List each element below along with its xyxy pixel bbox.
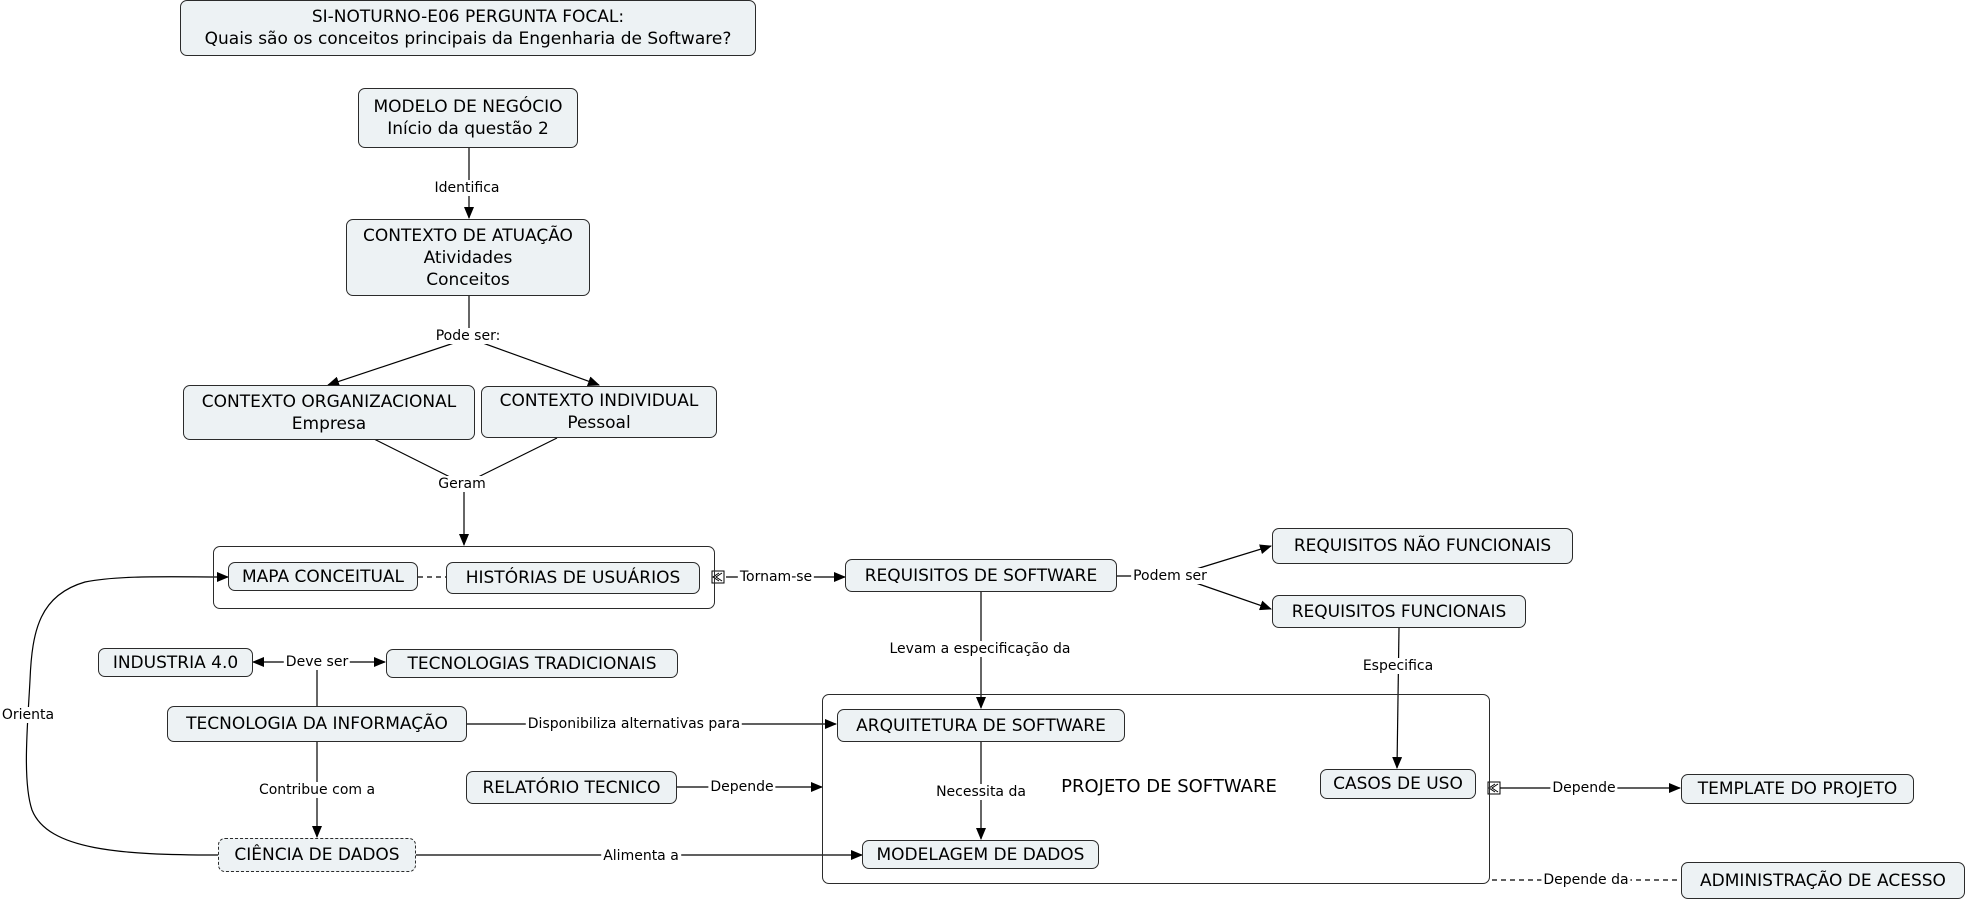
modelagem-dados-node[interactable]: MODELAGEM DE DADOS xyxy=(862,840,1099,869)
tecnologia-informacao-node[interactable]: TECNOLOGIA DA INFORMAÇÃO xyxy=(167,706,467,742)
relatorio-tecnico-node[interactable]: RELATÓRIO TECNICO xyxy=(466,771,677,804)
industria-40-node[interactable]: INDUSTRIA 4.0 xyxy=(98,648,253,677)
link-label-pode-ser: Pode ser: xyxy=(433,328,503,344)
link-label-podem-ser: Podem ser xyxy=(1131,568,1209,584)
modelo-negocio-subtitle: Início da questão 2 xyxy=(387,119,549,139)
link-orienta xyxy=(25,571,229,856)
link-label-deve-ser: Deve ser xyxy=(283,654,351,670)
link-label-tornam-se: Tornam-se xyxy=(737,569,815,585)
focal-question-text: Quais são os conceitos principais da Eng… xyxy=(204,29,732,49)
link-label-depende-da: Depende da xyxy=(1541,872,1631,888)
requisitos-nao-funcionais-node[interactable]: REQUISITOS NÃO FUNCIONAIS xyxy=(1272,528,1573,564)
contexto-atuacao-line2: Atividades xyxy=(423,247,513,268)
contexto-atuacao-title: CONTEXTO DE ATUAÇÃO xyxy=(363,225,573,246)
link-label-disponibiliza: Disponibiliza alternativas para xyxy=(525,716,743,732)
contexto-individual-title: CONTEXTO INDIVIDUAL xyxy=(499,391,699,411)
link-podem-ser-f xyxy=(1192,581,1272,611)
historias-usuarios-node[interactable]: HISTÓRIAS DE USUÁRIOS xyxy=(446,562,700,594)
focal-question-node[interactable]: SI-NOTURNO-E06 PERGUNTA FOCAL: Quais são… xyxy=(180,0,756,56)
link-label-geram: Geram xyxy=(436,476,488,492)
focal-question-title: SI-NOTURNO-E06 PERGUNTA FOCAL: xyxy=(311,7,625,27)
projeto-software-title: PROJETO DE SOFTWARE xyxy=(1061,776,1277,797)
modelo-negocio-node[interactable]: MODELO DE NEGÓCIO Início da questão 2 xyxy=(358,88,578,148)
contexto-atuacao-line3: Conceitos xyxy=(426,269,510,290)
template-projeto-node[interactable]: TEMPLATE DO PROJETO xyxy=(1681,774,1914,804)
link-label-especifica: Especifica xyxy=(1360,658,1436,674)
link-especifica xyxy=(1392,627,1403,769)
link-pode-ser-ind xyxy=(468,337,600,386)
link-label-contribue: Contribue com a xyxy=(256,782,378,798)
casos-uso-node[interactable]: CASOS DE USO xyxy=(1320,769,1476,799)
link-label-levam-a: Levam a especificação da xyxy=(887,641,1073,657)
requisitos-funcionais-node[interactable]: REQUISITOS FUNCIONAIS xyxy=(1272,595,1526,628)
historias-group[interactable] xyxy=(213,546,715,609)
mapa-conceitual-node[interactable]: MAPA CONCEITUAL xyxy=(228,562,418,591)
contexto-organizacional-node[interactable]: CONTEXTO ORGANIZACIONAL Empresa xyxy=(183,385,475,440)
link-label-necessita: Necessita da xyxy=(934,784,1028,800)
contexto-organizacional-subtitle: Empresa xyxy=(291,413,367,434)
contexto-individual-node[interactable]: CONTEXTO INDIVIDUAL Pessoal xyxy=(481,386,717,438)
tecnologias-tradicionais-node[interactable]: TECNOLOGIAS TRADICIONAIS xyxy=(386,649,678,678)
link-podem-ser-nf xyxy=(1192,544,1272,571)
link-pode-ser-org xyxy=(327,337,470,387)
link-label-depende-relatorio: Depende xyxy=(708,779,776,795)
requisitos-software-node[interactable]: REQUISITOS DE SOFTWARE xyxy=(845,559,1117,592)
link-label-alimenta: Alimenta a xyxy=(601,848,681,864)
link-label-depende-template: Depende xyxy=(1550,780,1618,796)
modelo-negocio-title: MODELO DE NEGÓCIO xyxy=(373,97,563,117)
administracao-acesso-node[interactable]: ADMINISTRAÇÃO DE ACESSO xyxy=(1681,862,1965,899)
contexto-atuacao-node[interactable]: CONTEXTO DE ATUAÇÃO Atividades Conceitos xyxy=(346,219,590,296)
projeto-software-group[interactable] xyxy=(822,694,1490,884)
contexto-individual-subtitle: Pessoal xyxy=(567,413,631,433)
ciencia-dados-node[interactable]: CIÊNCIA DE DADOS xyxy=(218,838,416,872)
link-label-orienta: Orienta xyxy=(0,707,57,723)
contexto-organizacional-title: CONTEXTO ORGANIZACIONAL xyxy=(201,391,457,412)
link-label-identifica: Identifica xyxy=(432,180,502,196)
arquitetura-software-node[interactable]: ARQUITETURA DE SOFTWARE xyxy=(837,709,1125,742)
